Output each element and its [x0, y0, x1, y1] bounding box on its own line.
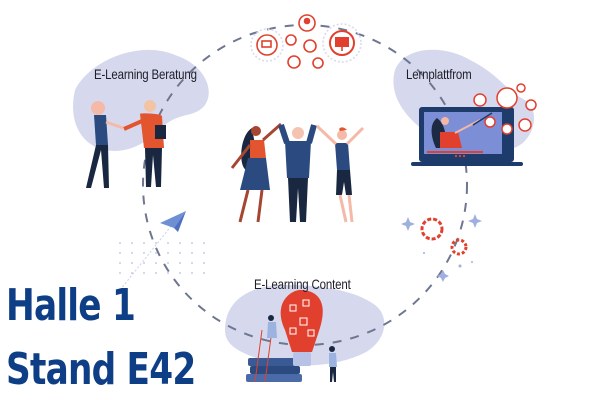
- stand-number: Stand E42: [6, 344, 196, 395]
- label-platform: Lernplattfrom: [406, 66, 472, 82]
- puzzle-lightbulb-illustration: [246, 290, 337, 383]
- gear-icon: [420, 217, 468, 256]
- handshake-illustration: [86, 100, 166, 188]
- blob-consulting: [73, 49, 209, 151]
- celebrating-group-illustration: [230, 122, 365, 223]
- laptop-illustration: [411, 107, 523, 166]
- sparkle-icons: [401, 214, 482, 282]
- label-consulting: E-Learning Beratung: [94, 66, 197, 82]
- hall-number: Halle 1: [6, 280, 136, 331]
- paper-plane-icon: [119, 211, 186, 291]
- dot-grid: [119, 242, 205, 274]
- top-icon-cluster: [250, 14, 362, 69]
- label-content: E-Learning Content: [254, 276, 351, 292]
- platform-icon-cluster: [473, 83, 537, 135]
